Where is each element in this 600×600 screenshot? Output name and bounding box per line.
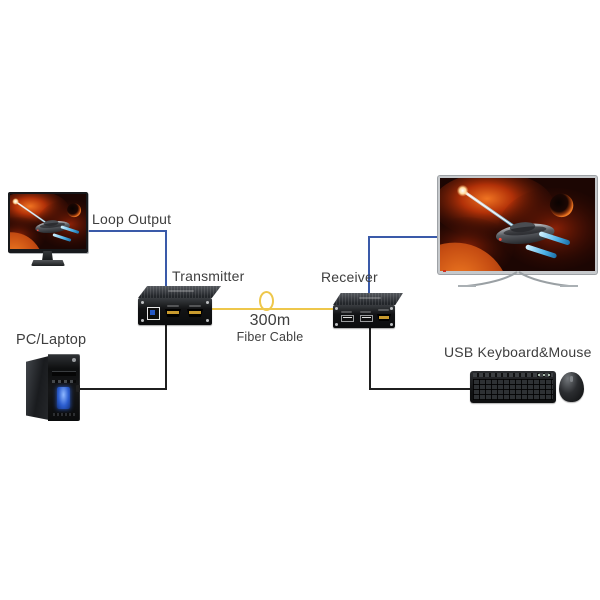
mouse-scroll-wheel xyxy=(570,376,573,382)
keyboard-function-row xyxy=(473,373,553,377)
keyboard-keys xyxy=(473,379,553,400)
usb-kbm-cable-horizontal xyxy=(369,388,471,390)
transmitter-front-panel xyxy=(138,298,212,325)
power-button xyxy=(72,358,76,362)
hdmi-in-port xyxy=(165,309,181,317)
transmitter-label: Transmitter xyxy=(172,268,245,284)
transmitter-top-panel xyxy=(138,286,221,298)
keyboard-led xyxy=(548,374,550,376)
hdmi-loop-cable-horizontal xyxy=(88,230,167,232)
tv-screen-wallpaper xyxy=(440,178,595,271)
tv-logo xyxy=(443,270,446,272)
usb-port-2 xyxy=(360,315,373,322)
fiber-distance-label: 300m xyxy=(249,312,291,329)
usb-pc-cable-vertical xyxy=(165,322,167,390)
monitor-stand-base xyxy=(31,260,65,266)
receiver-label: Receiver xyxy=(321,269,378,285)
keyboard-led xyxy=(538,374,540,376)
usb-keyboard xyxy=(470,371,556,403)
monitor-stand-neck xyxy=(42,251,53,261)
receiver-front-panel xyxy=(333,305,395,328)
pc-front-panel xyxy=(48,354,80,421)
optical-drive-slot xyxy=(52,371,76,376)
pc-cable-connector xyxy=(76,385,80,392)
fiber-cable-label: Fiber Cable xyxy=(236,330,304,344)
fiber-cable-line xyxy=(208,308,345,310)
tv-stand-legs xyxy=(458,271,578,287)
receiver-top-panel xyxy=(333,293,403,305)
keyboard-led xyxy=(543,374,545,376)
hdmi-out-cable-horizontal xyxy=(368,236,438,238)
hdmi-loop-cable-vertical xyxy=(165,230,167,292)
output-tv xyxy=(438,176,597,274)
pc-label: PC/Laptop xyxy=(16,332,87,348)
usb-pc-cable-horizontal xyxy=(79,388,167,390)
usb-mouse xyxy=(559,372,584,402)
usb-port-1 xyxy=(341,315,354,322)
pc-side-panel xyxy=(26,356,49,420)
usb-keyboard-mouse-label: USB Keyboard&Mouse xyxy=(444,344,592,360)
loop-output-label: Loop Output xyxy=(92,211,172,227)
front-vent xyxy=(53,413,75,416)
hdmi-out-cable-vertical xyxy=(368,236,370,296)
media-ports xyxy=(52,380,76,383)
fiber-cable-loop xyxy=(259,291,274,311)
loop-output-monitor xyxy=(8,192,88,253)
hdmi-out-port xyxy=(377,314,391,321)
usb-kbm-cable-vertical xyxy=(369,326,371,390)
monitor-screen-wallpaper xyxy=(10,194,86,249)
usb-b-port xyxy=(147,307,160,320)
pc-tower xyxy=(26,354,81,422)
front-panel-led xyxy=(57,387,70,409)
hdmi-loop-port xyxy=(187,309,203,317)
